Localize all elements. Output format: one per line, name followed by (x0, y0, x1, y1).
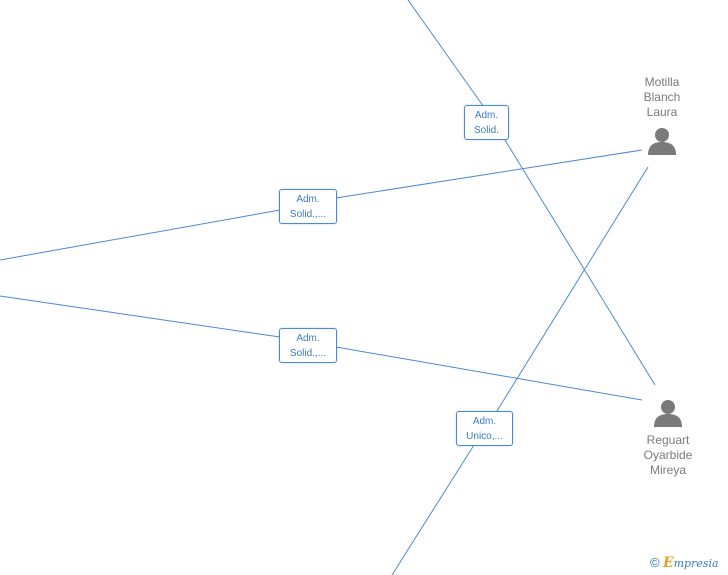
edge-line (0, 209, 281, 261)
relation-label-line: Adm. (472, 416, 497, 427)
person-name: Motilla Blanch Laura (643, 75, 681, 119)
person-icon (654, 400, 682, 427)
relation-label-line: Solid.,... (289, 209, 327, 220)
person-node-reguart-oyarbide-mireya[interactable]: Reguart Oyarbide Mireya (632, 398, 704, 478)
copyright-symbol: © (650, 555, 660, 570)
relation-label-line: Adm. (474, 110, 499, 121)
empresia-logo-text: mpresia (673, 557, 719, 570)
edge-line (335, 149, 643, 199)
person-node-motilla-blanch-laura[interactable]: Motilla Blanch Laura (626, 75, 698, 156)
relation-label-line: Adm. (296, 333, 320, 344)
edge-line (407, 0, 487, 111)
relation-label-line: Solid. (473, 125, 499, 136)
edge-line (335, 346, 643, 401)
person-name: Reguart Oyarbide Mireya (643, 433, 693, 477)
edge-line (0, 295, 281, 338)
relation-label-line: Solid.,... (289, 348, 327, 359)
empresia-logo-initial: E (662, 555, 674, 571)
relation-label-adm-solid[interactable]: Adm. Solid.,... (279, 328, 337, 363)
relation-label-adm-solid[interactable]: Adm. Solid. (464, 105, 509, 140)
edge-line (496, 166, 649, 412)
relation-label-line: Unico,... (466, 431, 503, 442)
edge-line (391, 444, 475, 575)
relation-label-adm-solid[interactable]: Adm. Solid.,... (279, 189, 337, 224)
relation-label-line: Adm. (296, 194, 320, 205)
edge-line (504, 139, 656, 386)
empresia-watermark: © Empresia (650, 555, 719, 571)
relation-label-adm-unico[interactable]: Adm. Unico,... (456, 411, 513, 446)
person-icon (648, 128, 676, 155)
